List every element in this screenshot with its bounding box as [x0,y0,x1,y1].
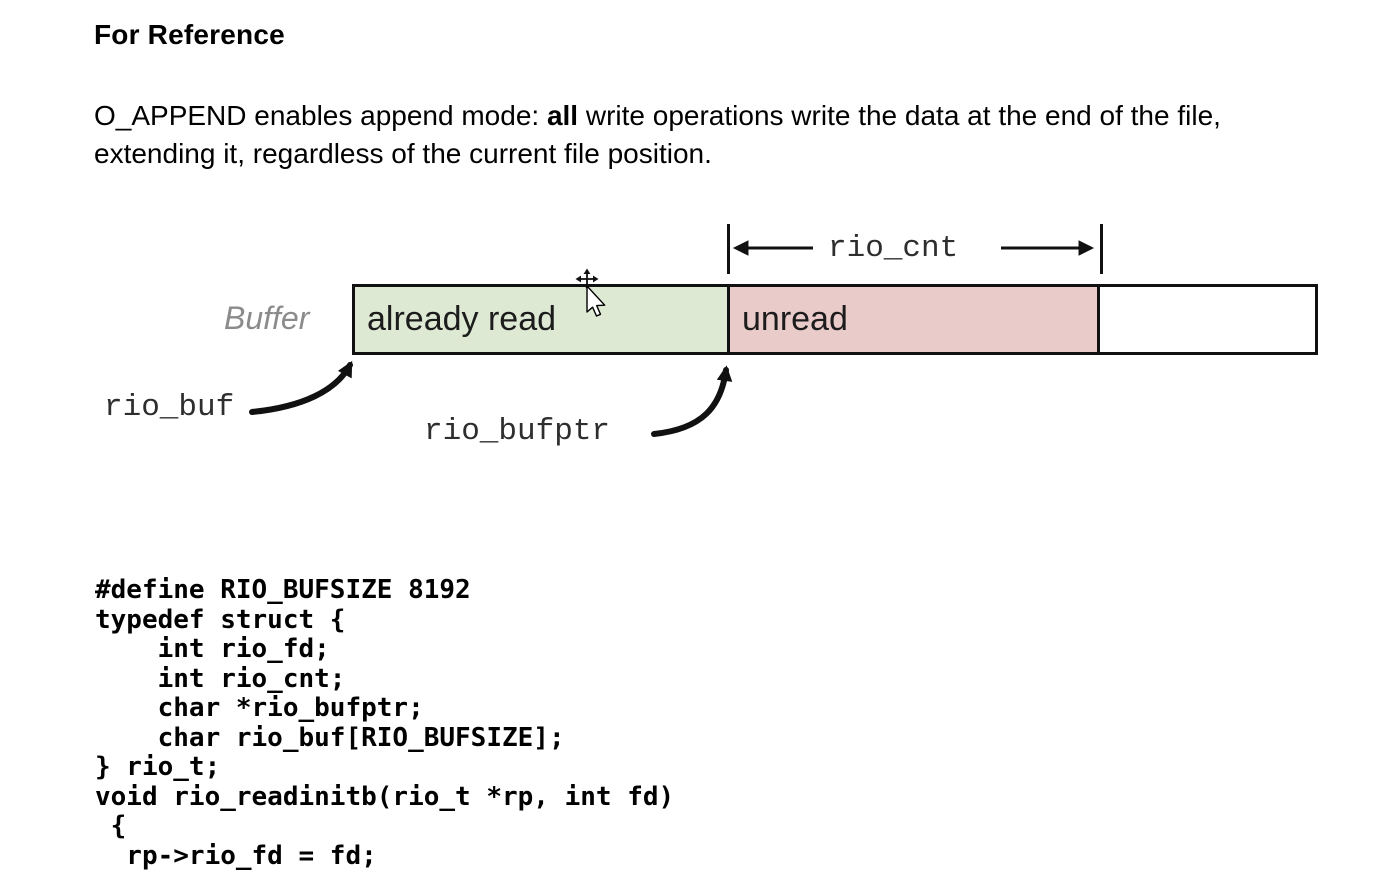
buffer-label: Buffer [224,300,310,336]
code-line: char rio_buf[RIO_BUFSIZE]; [95,722,565,753]
rio-buf-arrow [249,360,353,415]
buffer-section-unread: unread [727,287,1100,352]
rio-bufptr-label: rio_bufptr [424,414,611,449]
rio-buf-label: rio_buf [104,390,235,425]
rio-cnt-label: rio_cnt [828,231,959,266]
code-block: #define RIO_BUFSIZE 8192 typedef struct … [95,575,675,871]
body-paragraph: O_APPEND enables append mode: all write … [94,97,1221,173]
code-line: #define RIO_BUFSIZE 8192 [95,575,471,605]
buffer-section-already-read: already read [355,287,727,352]
code-line: char *rio_bufptr; [95,693,424,723]
code-line: int rio_fd; [95,634,330,664]
buffer-section-free [1100,287,1315,352]
code-line: { [95,811,127,841]
rio-bufptr-arrow [651,365,733,437]
already-read-label: already read [367,300,557,338]
code-line: int rio_cnt; [95,663,346,694]
code-line: typedef struct { [95,604,346,635]
code-line: void rio_readinitb(rio_t *rp, int fd) [95,781,675,812]
code-line: } rio_t; [95,752,221,782]
code-line: rp->rio_fd = fd; [95,840,377,871]
page-title: For Reference [94,19,285,50]
buffer-rect: already read unread [352,284,1318,355]
unread-label: unread [742,300,848,338]
bold-word: all [546,100,579,131]
paragraph-line-1: O_APPEND enables append mode: all write … [94,100,1221,131]
paragraph-line-2: extending it, regardless of the current … [94,138,712,169]
